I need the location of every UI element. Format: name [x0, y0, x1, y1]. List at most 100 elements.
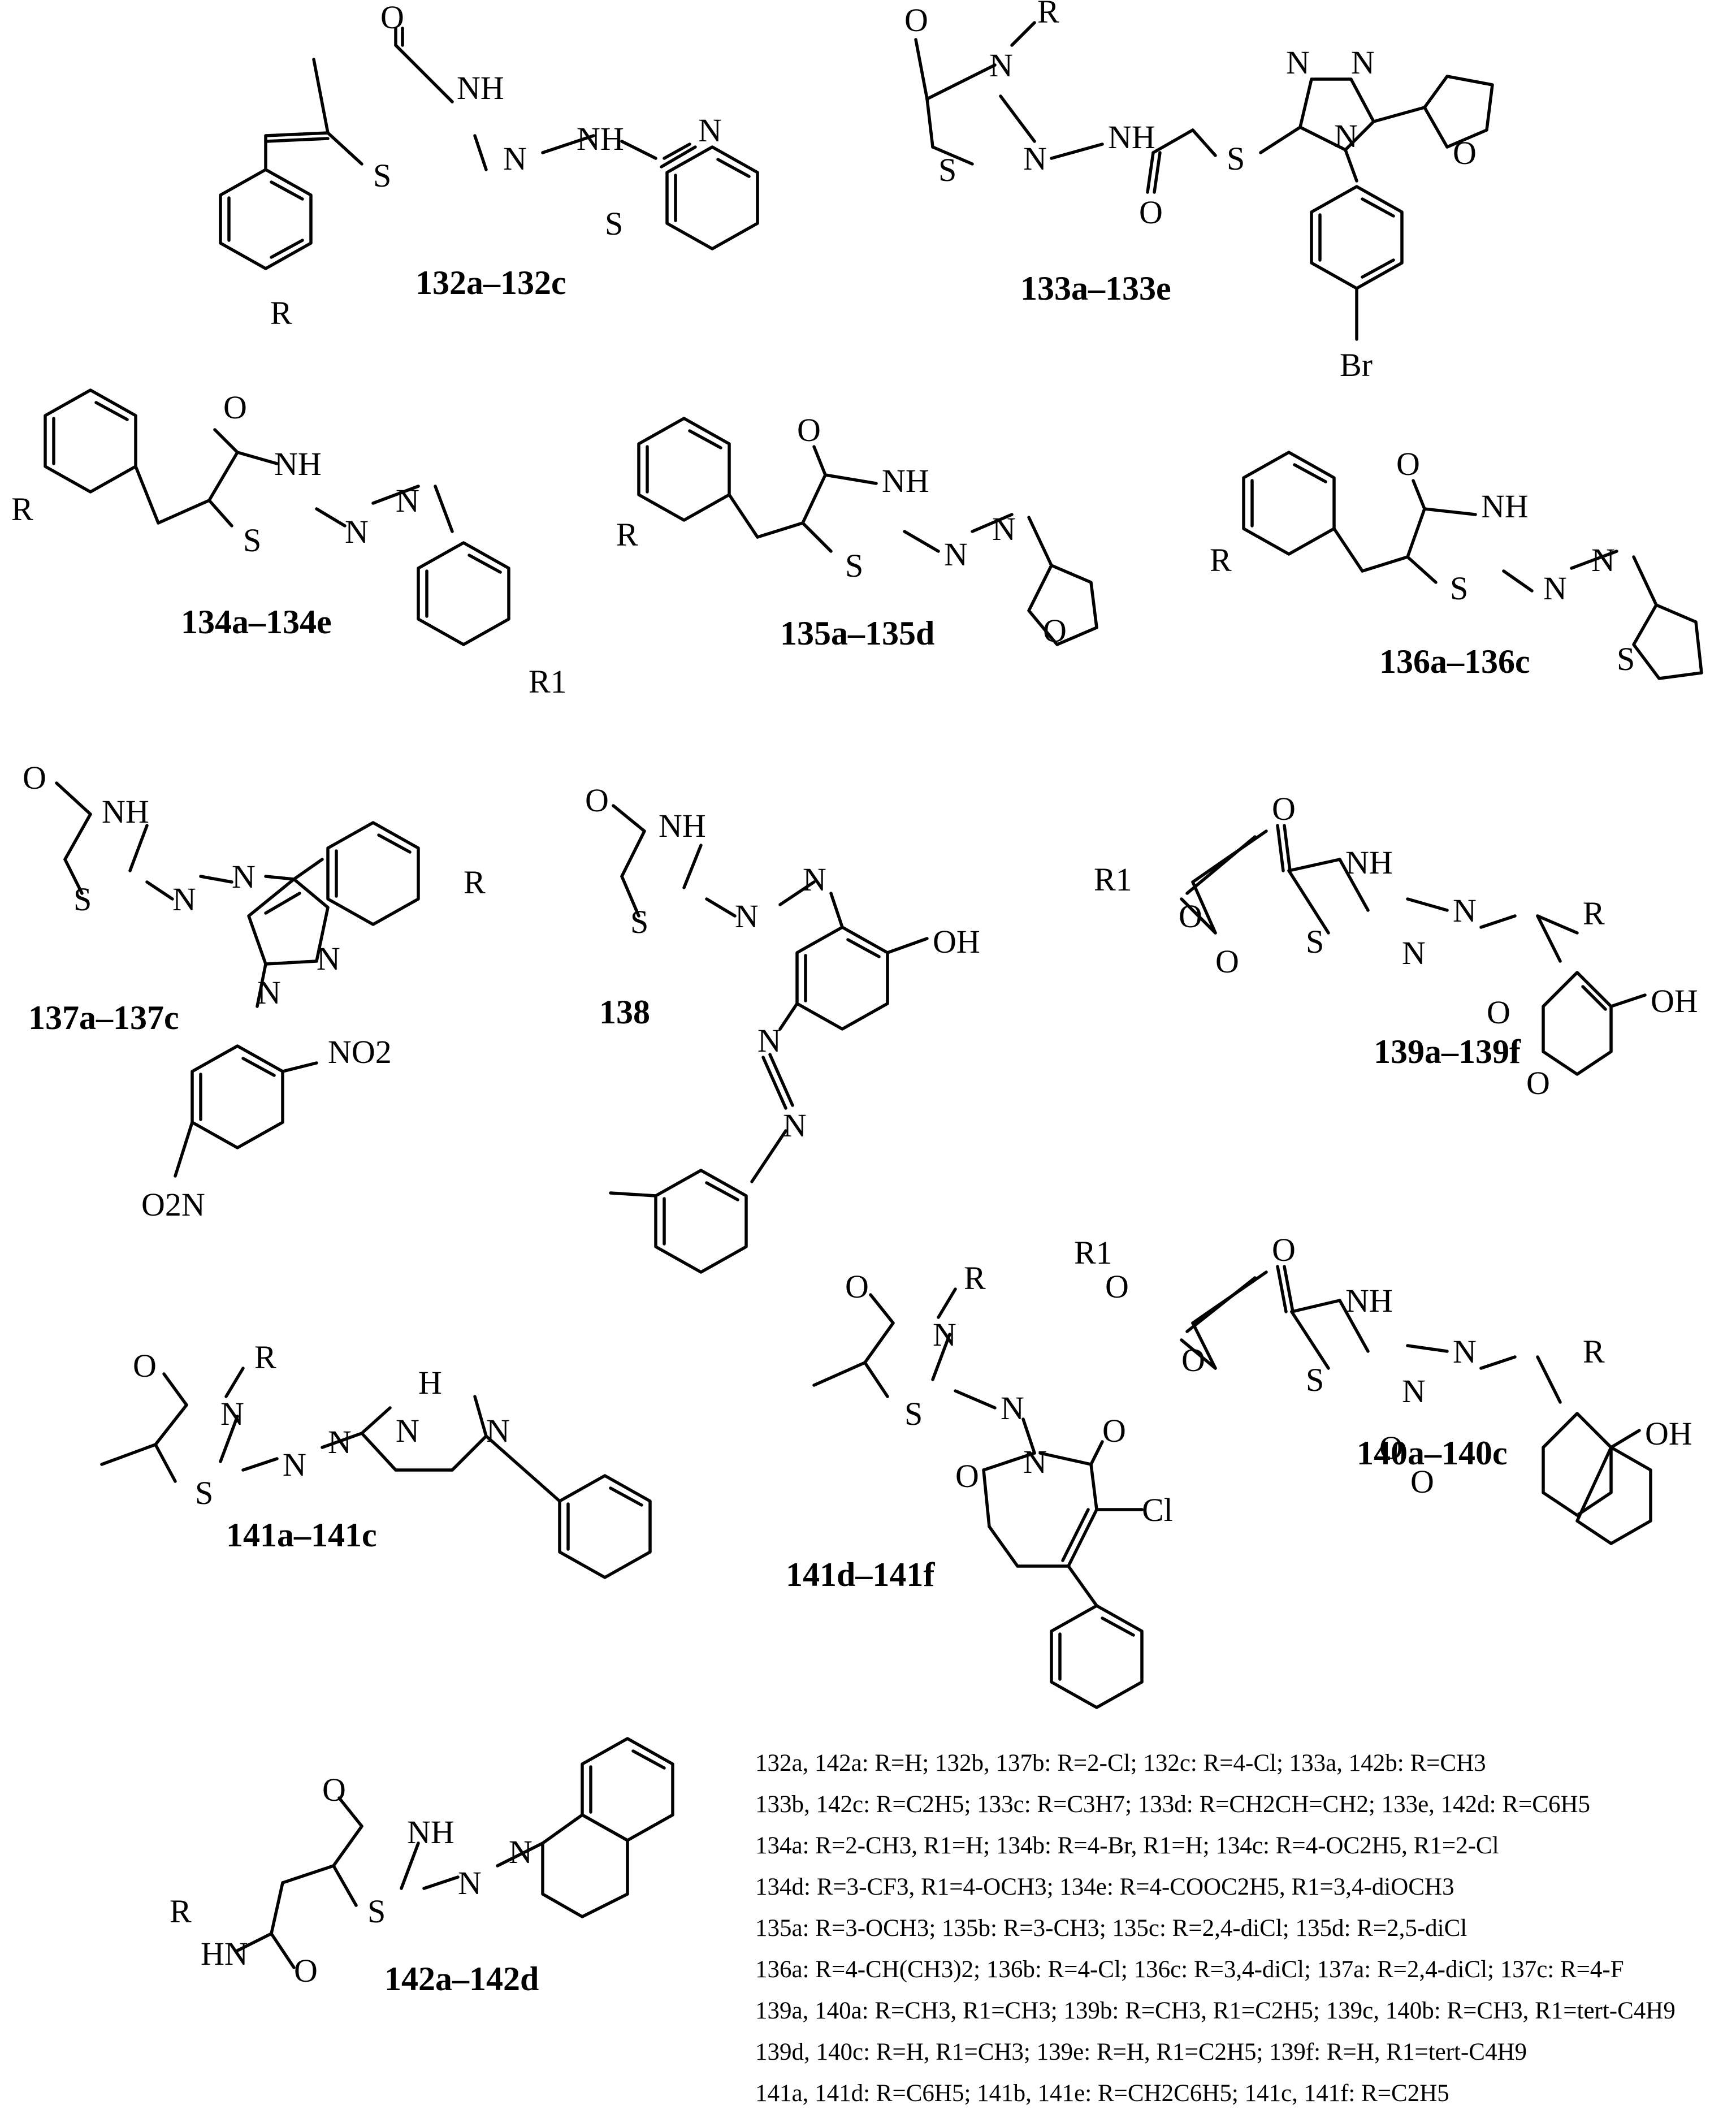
atom-NH: NH: [659, 807, 706, 844]
structure-142: O NH S N N R HN O 142a–142d: [170, 1737, 674, 1998]
atom-N: N: [757, 1022, 781, 1059]
compound-label-141a-c: 141a–141c: [226, 1516, 377, 1554]
atom-N: N: [172, 881, 196, 918]
atom-N: N: [783, 1107, 807, 1144]
structure-135: O NH S N N R O 135a–135d: [616, 412, 1098, 652]
atom-N: N: [396, 482, 419, 519]
atom-N: N: [1023, 1443, 1047, 1480]
atom-O: O: [322, 1771, 346, 1808]
compound-label-137: 137a–137c: [28, 999, 179, 1036]
atom-O: O: [1396, 446, 1420, 482]
atom-N: N: [486, 1412, 510, 1449]
compound-label-133: 133a–133e: [1020, 270, 1171, 307]
atom-O: O: [1526, 1065, 1550, 1101]
atom-N: N: [1543, 570, 1567, 607]
atom-S: S: [605, 205, 623, 242]
atom-R: R: [616, 516, 638, 553]
atom-NH: NH: [457, 70, 504, 106]
atom-N: N: [1286, 44, 1310, 81]
compound-label-135: 135a–135d: [780, 615, 934, 652]
atom-N: N: [345, 513, 369, 550]
atom-NH: NH: [1345, 844, 1393, 881]
atom-S: S: [845, 547, 863, 584]
atom-R: R: [170, 1893, 192, 1930]
compound-label-139: 139a–139f: [1374, 1033, 1521, 1070]
atom-O: O: [1410, 1463, 1434, 1500]
atom-N: N: [1453, 1333, 1477, 1370]
atom-N: N: [933, 1316, 956, 1353]
atom-N: N: [1351, 44, 1375, 81]
atom-N: N: [458, 1865, 482, 1901]
structure-139: R1 O O O NH S N N R OH O O 139a–139f: [1094, 790, 1698, 1101]
atom-OH: OH: [1651, 983, 1698, 1019]
legend-row: 139a, 140a: R=CH3, R1=CH3; 139b: R=CH3, …: [755, 1998, 1676, 2024]
atom-O: O: [585, 782, 609, 819]
compound-label-140: 140a–140c: [1357, 1434, 1508, 1472]
atom-O: O: [133, 1347, 157, 1384]
structure-137: O NH S N N N N R NO2 O2N 137a–137c: [23, 759, 486, 1223]
structure-136: O NH S N N R S 136a–136c: [1210, 446, 1703, 680]
atom-N: N: [698, 112, 722, 149]
atom-O: O: [1105, 1268, 1129, 1305]
atom-S: S: [904, 1395, 923, 1432]
atom-NH: NH: [407, 1814, 454, 1851]
atom-O: O: [1272, 1231, 1296, 1268]
atom-N: N: [257, 974, 281, 1011]
atom-O2N: O2N: [141, 1186, 205, 1223]
structure-133: O R N S N NH O S N N N O Br 133a–133e: [904, 0, 1494, 383]
atom-S: S: [1450, 570, 1468, 607]
atom-NH: NH: [1108, 119, 1155, 155]
legend-row: 134d: R=3-CF3, R1=4-OCH3; 134e: R=4-COOC…: [755, 1874, 1454, 1900]
atom-O: O: [1181, 1342, 1205, 1378]
structure-134: O NH S N N R R1 134a–134e: [11, 388, 567, 700]
atom-O: O: [294, 1952, 318, 1989]
atom-O: O: [1043, 612, 1067, 649]
atom-R: R: [964, 1260, 986, 1296]
atom-O: O: [1272, 790, 1296, 827]
atom-S: S: [938, 152, 956, 188]
atom-R1: R1: [1094, 861, 1132, 898]
atom-N: N: [1334, 118, 1358, 154]
atom-N: N: [232, 858, 256, 895]
atom-R: R: [254, 1339, 276, 1376]
atom-R: R: [1037, 0, 1059, 30]
atom-R: R: [464, 864, 486, 901]
atom-NH: NH: [577, 120, 624, 157]
atom-R: R: [1583, 895, 1605, 932]
atom-N: N: [317, 940, 340, 977]
structure-141a-c: O N R S N N H N N 141a–141c: [100, 1339, 652, 1579]
compound-label-142: 142a–142d: [384, 1960, 539, 1998]
atom-N: N: [503, 140, 527, 177]
structure-140: R1 O O O NH S N N R OH O O 140a–140c: [1074, 1231, 1692, 1545]
atom-S: S: [1306, 1361, 1324, 1398]
atom-R1: R1: [1074, 1234, 1112, 1271]
legend-row: 134a: R=2-CH3, R1=H; 134b: R=4-Br, R1=H;…: [755, 1832, 1499, 1859]
atom-O: O: [1102, 1412, 1126, 1449]
atom-OH: OH: [933, 923, 980, 960]
atom-N: N: [283, 1446, 306, 1483]
legend-row: 132a, 142a: R=H; 132b, 137b: R=2-Cl; 132…: [755, 1750, 1486, 1776]
atom-N: N: [509, 1834, 533, 1870]
compound-label-141d-f: 141d–141f: [786, 1556, 935, 1593]
atom-N: N: [989, 47, 1013, 84]
atom-O: O: [845, 1268, 869, 1305]
atom-NH: NH: [274, 446, 322, 482]
compound-label-136: 136a–136c: [1379, 643, 1530, 680]
atom-O: O: [1179, 898, 1202, 935]
structure-141d-f: O N R S N N O O Cl 141d–141f: [786, 1260, 1173, 1709]
atom-O: O: [955, 1458, 979, 1494]
atom-N: N: [1402, 935, 1426, 971]
atom-O: O: [797, 412, 821, 448]
atom-O: O: [1215, 943, 1239, 980]
atom-O: O: [1453, 135, 1477, 171]
atom-S: S: [1227, 140, 1245, 177]
atom-N: N: [1023, 140, 1047, 177]
atom-N: N: [1453, 892, 1477, 929]
atom-Cl: Cl: [1142, 1492, 1173, 1528]
atom-NH: NH: [1481, 488, 1529, 525]
legend-row: 139d, 140c: R=H, R1=CH3; 139e: R=H, R1=C…: [755, 2039, 1527, 2065]
atom-S: S: [73, 881, 92, 918]
atom-N: N: [735, 898, 759, 935]
atom-HN: HN: [201, 1935, 248, 1972]
